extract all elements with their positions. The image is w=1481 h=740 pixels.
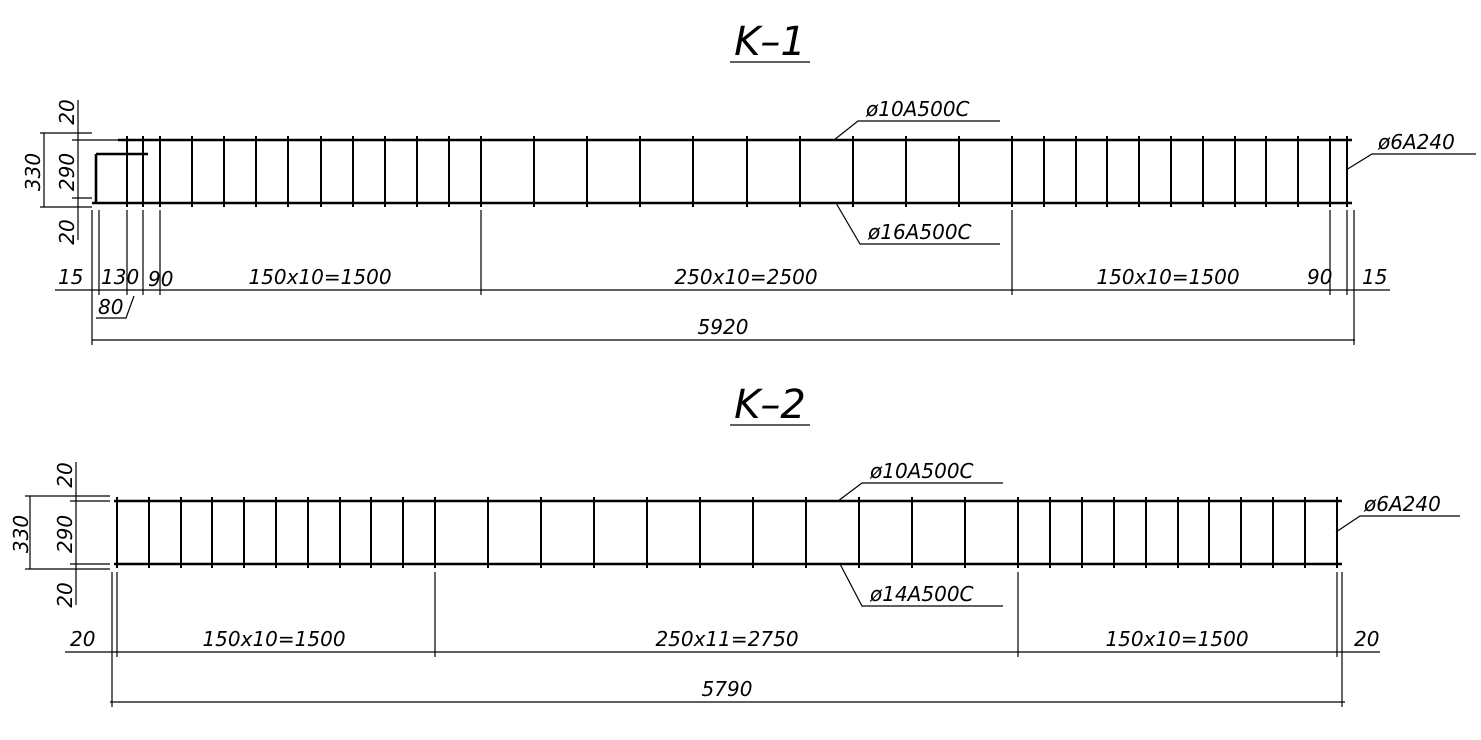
frame-k1-zone-middle: 250x10=2500 xyxy=(674,265,817,289)
frame-k2-top-bar-label: ø10A500C xyxy=(869,459,974,483)
frame-k1-stirrup-leader xyxy=(1345,153,1476,171)
frame-k2-cover-bottom: 20 xyxy=(53,582,77,607)
frame-k2-zone-left: 150x10=1500 xyxy=(202,627,345,651)
frame-k1-height-inner: 290 xyxy=(55,153,79,191)
frame-k2-zone-middle: 250x11=2750 xyxy=(655,627,798,651)
frame-k1-total-length: 5920 xyxy=(698,315,749,339)
frame-k1-bottom-bar-label: ø16A500C xyxy=(867,220,972,244)
frame-k1: K–1 330 290 20 20 ø10A500C ø16A500C ø6A2… xyxy=(21,19,1476,345)
frame-k1-height-total: 330 xyxy=(21,153,45,191)
frame-k1-stirrups xyxy=(126,136,1348,207)
frame-k2-stirrup-leader xyxy=(1335,515,1460,533)
frame-k1-cover-bottom: 20 xyxy=(55,219,79,244)
frame-k2-total-length: 5790 xyxy=(702,677,753,701)
frame-k2-bottom-bar-label: ø14A500C xyxy=(869,582,974,606)
frame-k1-left-gap: 90 xyxy=(148,267,173,291)
frame-k1-top-bar-leader xyxy=(833,120,1000,141)
frame-k1-left-end: 15 xyxy=(58,265,83,289)
frame-k2-bottom-bar-leader xyxy=(839,563,1003,607)
frame-k2-stirrup-label: ø6A240 xyxy=(1363,492,1441,516)
frame-k1-zone-left: 150x10=1500 xyxy=(248,265,391,289)
frame-k1-cover-top: 20 xyxy=(55,99,79,124)
frame-k1-bottom-bar-leader xyxy=(835,202,1000,245)
frame-k1-hook-leader xyxy=(96,295,135,319)
frame-k2-height-total: 330 xyxy=(9,515,33,553)
frame-k2-height-inner: 290 xyxy=(53,515,77,553)
frame-k1-top-bar-label: ø10A500C xyxy=(865,97,970,121)
frame-k2-title: K–2 xyxy=(734,382,806,428)
frame-k1-first-offset: 130 xyxy=(101,265,139,289)
frame-k2-top-bar-leader xyxy=(837,482,1003,502)
frame-k1-hook-length: 80 xyxy=(98,295,123,319)
frame-k1-right-end: 15 xyxy=(1362,265,1387,289)
frame-k2-zone-right: 150x10=1500 xyxy=(1105,627,1248,651)
frame-k1-right-gap: 90 xyxy=(1307,265,1332,289)
frame-k2-right-end: 20 xyxy=(1354,627,1379,651)
frame-k1-title: K–1 xyxy=(734,19,806,65)
frame-k2-stirrups xyxy=(116,497,1338,568)
frame-k1-stirrup-label: ø6A240 xyxy=(1377,130,1455,154)
frame-k2: K–2 330 290 20 20 ø10A500C ø14A500C ø6A2… xyxy=(9,382,1460,707)
frame-k2-cover-top: 20 xyxy=(53,462,77,487)
frame-k2-left-end: 20 xyxy=(70,627,95,651)
frame-k1-zone-right: 150x10=1500 xyxy=(1096,265,1239,289)
